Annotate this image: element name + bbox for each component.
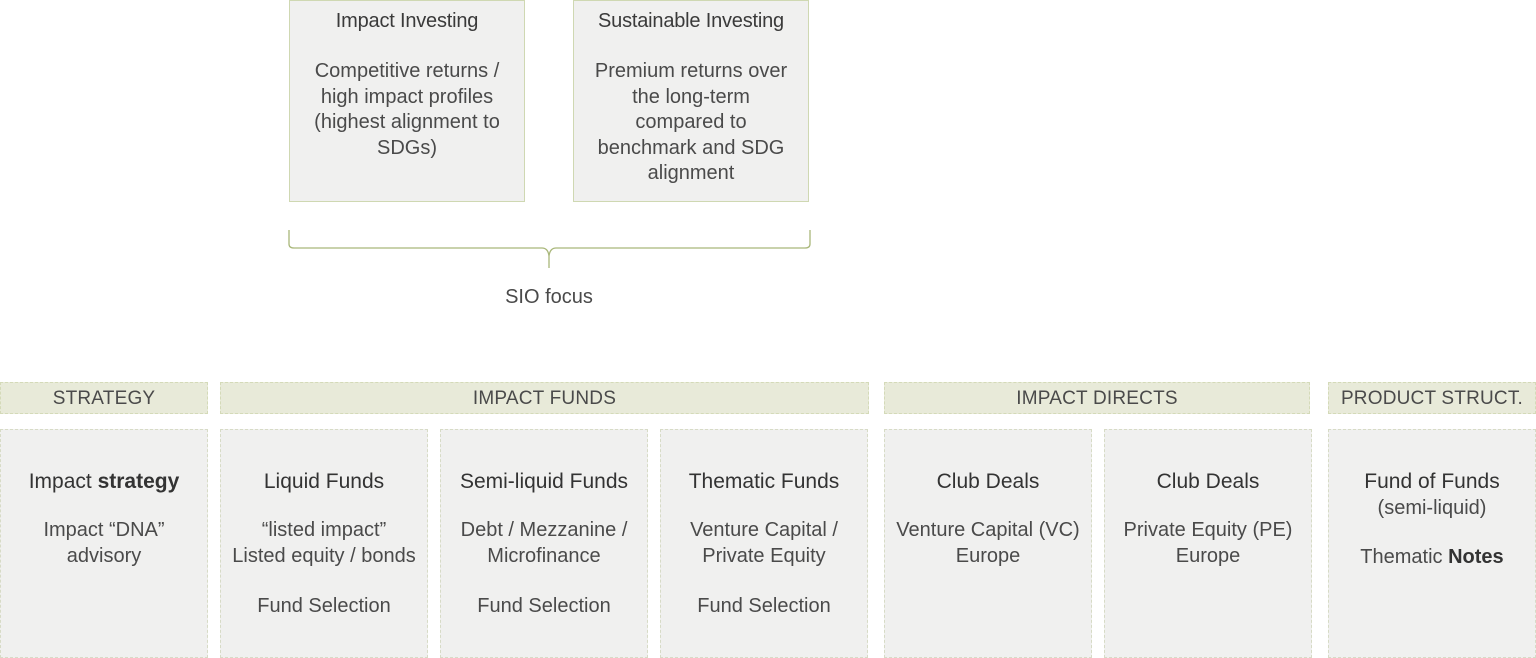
desc-line: Competitive returns / bbox=[314, 60, 500, 82]
sustainable-investing-box: Sustainable Investing Premium returns ov… bbox=[573, 0, 809, 202]
card-title: Club Deals bbox=[1156, 470, 1260, 493]
fund-selection-label: Fund Selection bbox=[257, 595, 391, 617]
card-line: Private Equity (PE) bbox=[1123, 519, 1293, 541]
sustainable-investing-title: Sustainable Investing bbox=[598, 10, 784, 32]
card-title-plain: Impact bbox=[28, 470, 98, 493]
card-line: Debt / Mezzanine / bbox=[460, 519, 628, 541]
card-impact-strategy: Impact strategy Impact “DNA” advisory bbox=[0, 429, 208, 658]
header-strategy: STRATEGY bbox=[0, 382, 208, 414]
card-liquid-funds: Liquid Funds “listed impact” Listed equi… bbox=[220, 429, 428, 658]
card-club-deals-vc: Club Deals Venture Capital (VC) Europe bbox=[884, 429, 1092, 658]
card-title: Liquid Funds bbox=[263, 470, 385, 493]
card-lines: Venture Capital / Private Equity bbox=[661, 518, 867, 569]
desc-line: the long-term bbox=[632, 85, 750, 108]
header-product-struct: PRODUCT STRUCT. bbox=[1328, 382, 1536, 414]
card-line: Private Equity bbox=[702, 544, 826, 567]
card-thematic-funds: Thematic Funds Venture Capital / Private… bbox=[660, 429, 868, 658]
header-impact-directs: IMPACT DIRECTS bbox=[884, 382, 1310, 414]
card-title: Thematic Funds bbox=[688, 470, 840, 493]
card-line: Venture Capital / bbox=[690, 519, 838, 541]
card-club-deals-pe: Club Deals Private Equity (PE) Europe bbox=[1104, 429, 1312, 658]
desc-line: alignment bbox=[647, 162, 735, 184]
thematic-notes-line: Thematic Notes bbox=[1329, 545, 1535, 570]
desc-line: Premium returns over bbox=[594, 60, 788, 82]
card-line: “listed impact” bbox=[261, 519, 387, 541]
fund-selection-label: Fund Selection bbox=[697, 595, 831, 617]
desc-line: high impact profiles bbox=[320, 85, 494, 108]
card-line: advisory bbox=[66, 544, 142, 567]
header-impact-funds: IMPACT FUNDS bbox=[220, 382, 869, 414]
sustainable-investing-description: Premium returns over the long-term compa… bbox=[586, 59, 796, 187]
desc-line: compared to bbox=[635, 111, 747, 133]
desc-line: SDGs) bbox=[377, 136, 437, 159]
card-title: Fund of Funds bbox=[1364, 470, 1500, 493]
desc-line: (highest alignment to bbox=[314, 111, 500, 133]
card-line: Listed equity / bonds bbox=[232, 544, 416, 567]
card-subtitle: (semi-liquid) bbox=[1377, 497, 1487, 519]
card-line: Europe bbox=[1175, 544, 1241, 567]
impact-investing-description: Competitive returns / high impact profil… bbox=[302, 59, 512, 161]
fund-selection-label: Fund Selection bbox=[477, 595, 611, 617]
card-lines: “listed impact” Listed equity / bonds bbox=[221, 518, 427, 569]
desc-line: benchmark and SDG bbox=[597, 136, 785, 159]
thematic-notes-bold: Notes bbox=[1448, 546, 1504, 568]
card-line: Impact “DNA” bbox=[43, 519, 165, 541]
thematic-notes-plain: Thematic bbox=[1360, 546, 1449, 568]
card-title: Impact strategy bbox=[1, 468, 207, 496]
impact-investing-box: Impact Investing Competitive returns / h… bbox=[289, 0, 525, 202]
card-fund-of-funds: Fund of Funds (semi-liquid) Thematic Not… bbox=[1328, 429, 1536, 658]
card-line: Venture Capital (VC) bbox=[896, 519, 1080, 541]
card-semi-liquid-funds: Semi-liquid Funds Debt / Mezzanine / Mic… bbox=[440, 429, 648, 658]
card-lines: Debt / Mezzanine / Microfinance bbox=[441, 518, 647, 569]
card-title: Semi-liquid Funds bbox=[459, 470, 629, 493]
card-title-bold: strategy bbox=[97, 470, 180, 493]
card-line: Microfinance bbox=[487, 544, 601, 567]
curly-brace bbox=[288, 230, 811, 268]
card-title: Club Deals bbox=[936, 470, 1040, 493]
card-lines: Private Equity (PE) Europe bbox=[1105, 518, 1311, 569]
impact-investing-title: Impact Investing bbox=[335, 10, 479, 32]
card-lines: Venture Capital (VC) Europe bbox=[885, 518, 1091, 569]
sio-focus-label: SIO focus bbox=[505, 286, 593, 308]
card-line: Europe bbox=[955, 544, 1021, 567]
card-lines: Impact “DNA” advisory bbox=[1, 518, 207, 569]
